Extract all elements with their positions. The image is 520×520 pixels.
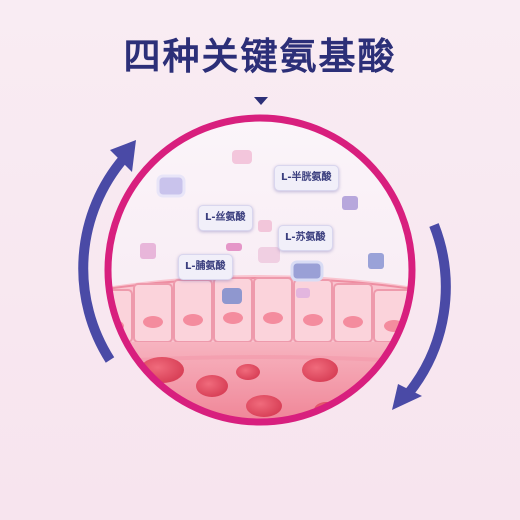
amino-acid-label-threonine: L-苏氨酸: [278, 225, 333, 251]
rotate-arrow-right: [404, 223, 451, 398]
epidermal-cells: [108, 277, 412, 343]
arrow-head-down-icon: [392, 384, 422, 410]
amino-acid-label-serine: L-丝氨酸: [198, 205, 253, 231]
molecule-cubes: [140, 150, 384, 304]
arrow-head-up-icon: [110, 140, 136, 172]
amino-acid-label-cysteine: L-半胱氨酸: [274, 165, 339, 191]
magnifier-ring: [104, 114, 416, 426]
down-triangle-icon: [254, 97, 268, 105]
rotate-arrow-left: [78, 154, 128, 363]
amino-acid-label-proline: L-脯氨酸: [178, 254, 233, 280]
page-title: 四种关键氨基酸: [123, 35, 397, 78]
